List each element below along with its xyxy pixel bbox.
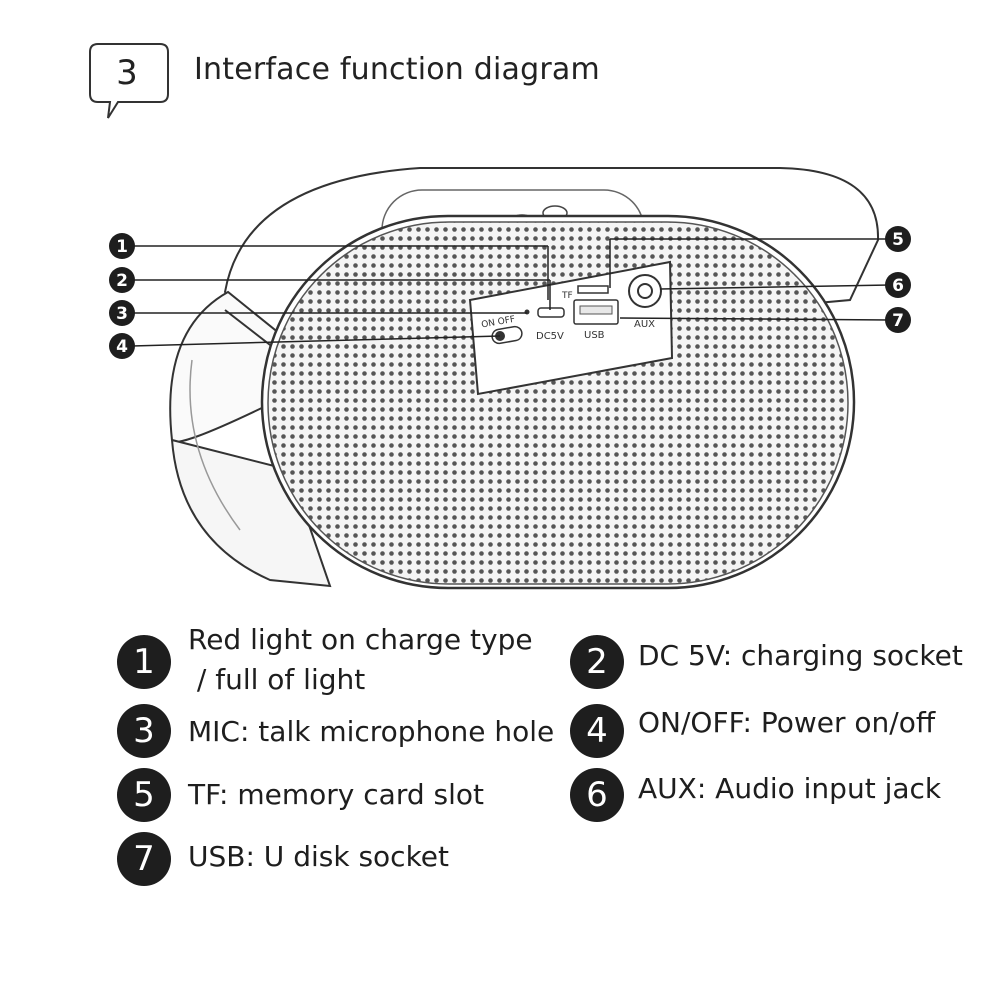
aux-label: AUX [634, 319, 655, 330]
legend-text: USB: U disk socket [188, 840, 449, 873]
legend-text: AUX: Audio input jack [638, 772, 942, 805]
legend-number: 5 [117, 768, 171, 822]
callout-1: 1 [116, 237, 128, 257]
dc-label: DC5V [536, 331, 564, 342]
callout-5: 5 [892, 230, 904, 250]
speech-bubble-icon [89, 43, 169, 119]
callout-markers: 1 2 3 4 5 6 7 [109, 226, 911, 359]
legend-number: 1 [117, 635, 171, 689]
legend-text: TF: memory card slot [188, 778, 484, 811]
callout-2: 2 [116, 271, 128, 291]
tf-label: TF [561, 291, 573, 301]
legend-number: 6 [570, 768, 624, 822]
callout-7: 7 [892, 311, 904, 331]
callout-3: 3 [116, 304, 128, 324]
legend-text: DC 5V: charging socket [638, 639, 963, 672]
legend-text: ON/OFF: Power on/off [638, 706, 936, 739]
legend-number: 2 [570, 635, 624, 689]
callout-6: 6 [892, 276, 904, 296]
legend-text-continued: / full of light [188, 663, 366, 696]
callout-4: 4 [116, 337, 128, 357]
page-title: Interface function diagram [194, 52, 600, 87]
legend-number: 3 [117, 704, 171, 758]
legend-text: MIC: talk microphone hole [188, 715, 555, 748]
legend-text: Red light on charge type [188, 623, 533, 656]
speaker-illustration: ON OFF DC5V TF USB AUX 1 2 3 4 [109, 167, 911, 590]
section-number: 3 [116, 53, 138, 93]
legend-number: 4 [570, 704, 624, 758]
usb-label: USB [584, 330, 605, 341]
interface-panel: ON OFF DC5V TF USB AUX [468, 260, 674, 396]
legend-number: 7 [117, 832, 171, 886]
